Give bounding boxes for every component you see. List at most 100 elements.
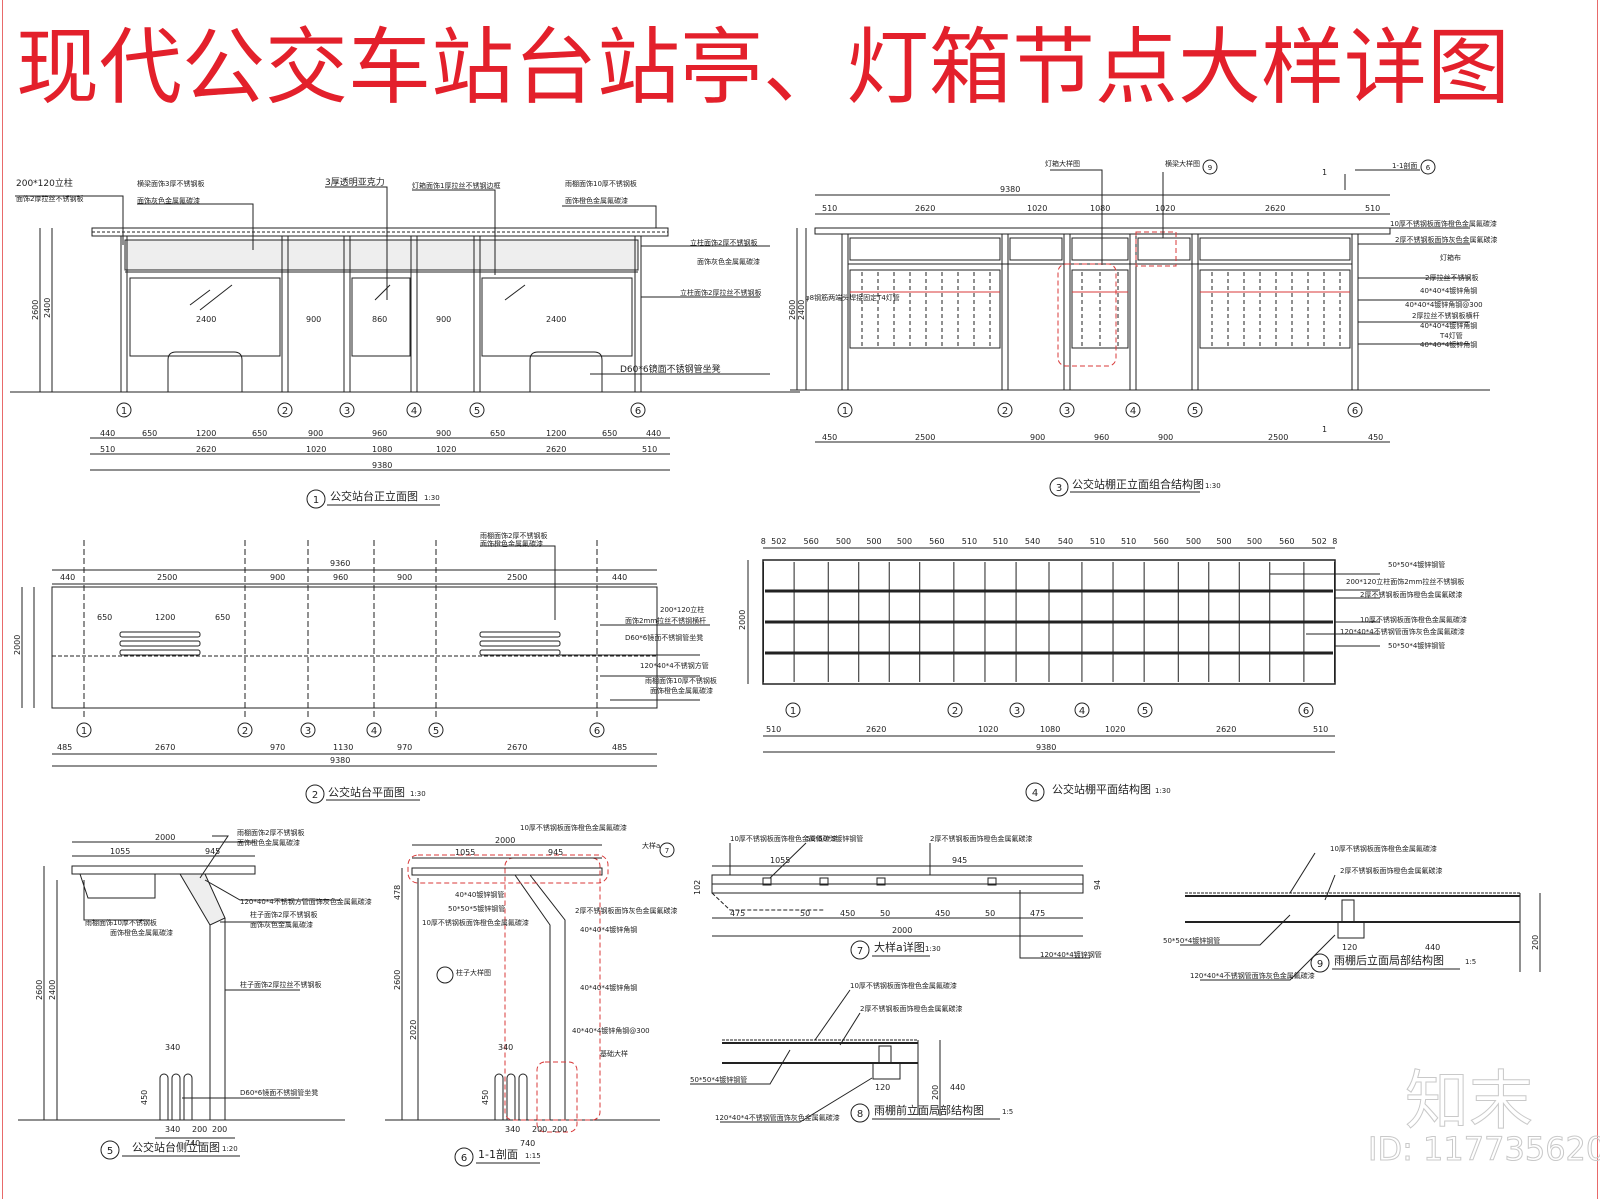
label: T4灯管 bbox=[1439, 331, 1463, 340]
axis-label: 3 bbox=[1064, 406, 1070, 417]
dim: 1130 bbox=[333, 743, 353, 752]
view-number: 8 bbox=[857, 1109, 863, 1120]
axis-label: 1 bbox=[790, 706, 796, 717]
axis-label: 4 bbox=[411, 406, 417, 417]
dim: 2400 bbox=[546, 315, 566, 324]
dim: 440 bbox=[646, 429, 661, 438]
dim: 120 bbox=[875, 1083, 890, 1092]
dim: 440 bbox=[950, 1083, 965, 1092]
dim: 2670 bbox=[507, 743, 527, 752]
dim: 340 bbox=[165, 1043, 180, 1052]
label: 10厚不锈钢板面饰橙色金属氟碳漆 bbox=[1330, 844, 1437, 853]
dim: 970 bbox=[270, 743, 285, 752]
dim: 510 bbox=[993, 537, 1008, 546]
view-1-front-elevation bbox=[10, 186, 800, 509]
view-scale: 1:15 bbox=[525, 1152, 541, 1160]
view-1-text: 200*120立柱 面饰2厚拉丝不锈钢板 横梁面饰3厚不锈钢板 面饰灰色金属氟碳… bbox=[16, 176, 761, 506]
view-scale: 1:5 bbox=[1465, 958, 1476, 966]
dim: 502 bbox=[771, 537, 786, 546]
dim: 475 bbox=[1030, 909, 1045, 918]
dim: 2400 bbox=[43, 298, 52, 318]
dim: 650 bbox=[142, 429, 157, 438]
axis-markers bbox=[76, 722, 605, 738]
canopy-section bbox=[71, 865, 256, 875]
view-3-structure-elevation bbox=[790, 159, 1490, 497]
view-number: 7 bbox=[857, 946, 863, 957]
dim: 650 bbox=[215, 613, 230, 622]
view-scale: 1:30 bbox=[410, 790, 426, 798]
dim: 8 bbox=[1332, 537, 1337, 546]
dim: 2400 bbox=[797, 300, 806, 320]
label: 50*50*4镀锌钢管 bbox=[690, 1075, 747, 1084]
label: 雨棚面饰10厚不锈钢板 bbox=[85, 918, 157, 927]
label: 灯箱大样图 bbox=[1045, 159, 1080, 168]
sheet-border-left bbox=[2, 0, 3, 1199]
benches-plan bbox=[119, 631, 561, 656]
label: 50*50*5镀锌钢管 bbox=[806, 834, 863, 843]
dim: 200 bbox=[931, 1085, 940, 1100]
dim: 340 bbox=[498, 1043, 513, 1052]
label: 200*120立柱 bbox=[660, 605, 704, 614]
view-8-front-canopy-detail bbox=[690, 989, 1000, 1123]
dim: 485 bbox=[57, 743, 72, 752]
label: 40*40*4镀锌角钢 bbox=[1420, 286, 1477, 295]
view-title: 1-1剖面 bbox=[478, 1147, 518, 1161]
label: 面饰橙色金属氟碳漆 bbox=[650, 686, 713, 695]
dim: 1055 bbox=[110, 847, 130, 856]
view-title: 公交站棚正立面组合结构图 bbox=[1072, 477, 1204, 491]
dim: 2000 bbox=[892, 926, 912, 935]
dim: 2500 bbox=[157, 573, 177, 582]
label: 40*40*4镀锌角钢 bbox=[1420, 321, 1477, 330]
dim: 50 bbox=[880, 909, 890, 918]
dim: 9380 bbox=[1000, 185, 1020, 194]
label: 2厚拉丝不锈钢板 bbox=[1425, 273, 1478, 282]
dim: 2400 bbox=[196, 315, 216, 324]
view-number: 1 bbox=[313, 495, 319, 506]
label: 40*40*4镀锌角钢 bbox=[1420, 340, 1477, 349]
view-title: 公交站台正立面图 bbox=[330, 489, 418, 503]
dim: 960 bbox=[372, 429, 387, 438]
axis-label: 5 bbox=[433, 726, 439, 737]
label: 面饰灰色金属氟碳漆 bbox=[137, 196, 200, 205]
watermark-logo: 知末 bbox=[1405, 1065, 1534, 1140]
view-9-rear-canopy-detail bbox=[1180, 852, 1541, 981]
axis-label: 1 bbox=[81, 726, 87, 737]
axis-label: 2 bbox=[282, 406, 288, 417]
label: 10厚不锈钢板面饰橙色金属氟碳漆 bbox=[730, 834, 837, 843]
dim: 1055 bbox=[770, 856, 790, 865]
label: 2厚不锈钢板面饰橙色金属氟碳漆 bbox=[930, 834, 1032, 843]
dim: 2020 bbox=[409, 1020, 418, 1040]
light-box-frame bbox=[849, 269, 1001, 349]
dim: 9360 bbox=[330, 559, 350, 568]
label: 200*120立柱 bbox=[16, 177, 73, 189]
dim: 440 bbox=[100, 429, 115, 438]
label: 面饰橙色金属氟碳漆 bbox=[110, 928, 173, 937]
axis-label: 4 bbox=[1079, 706, 1085, 717]
dim: 200 bbox=[532, 1125, 547, 1134]
dim: 1020 bbox=[436, 445, 456, 454]
label: 120*40*4不锈钢管面饰灰色金属氟碳漆 bbox=[1340, 627, 1465, 636]
dim: 2600 bbox=[31, 300, 40, 320]
dim: 1020 bbox=[1105, 725, 1125, 734]
axis-label: 6 bbox=[1303, 706, 1309, 717]
dim: 1055 bbox=[455, 848, 475, 857]
label: 雨棚面饰10厚不锈钢板 bbox=[645, 676, 717, 685]
view-6-text: 10厚不锈钢板面饰橙色金属氟碳漆 大样a 7 40*40镀锌钢管 50*50*5… bbox=[393, 823, 677, 1164]
axis-label: 6 bbox=[594, 726, 600, 737]
label: 2厚不锈钢板面饰灰色金属氟碳漆 bbox=[1395, 235, 1497, 244]
dim: 2620 bbox=[915, 204, 935, 213]
dim: 500 bbox=[1186, 537, 1201, 546]
view-4-roof-plan bbox=[747, 547, 1380, 802]
dim: 2600 bbox=[788, 300, 797, 320]
label: φ8钢筋两端头焊接固定T4灯管 bbox=[805, 293, 900, 302]
dim: 2500 bbox=[507, 573, 527, 582]
dim: 2620 bbox=[546, 445, 566, 454]
label: 灯箱布 bbox=[1440, 253, 1461, 262]
axis-label: 1 bbox=[842, 406, 848, 417]
dim: 2620 bbox=[1216, 725, 1236, 734]
axis-label: 1 bbox=[121, 406, 127, 417]
dim: 485 bbox=[612, 743, 627, 752]
label: 50*50*4镀锌钢管 bbox=[1388, 641, 1445, 650]
bench-section bbox=[159, 1073, 193, 1120]
